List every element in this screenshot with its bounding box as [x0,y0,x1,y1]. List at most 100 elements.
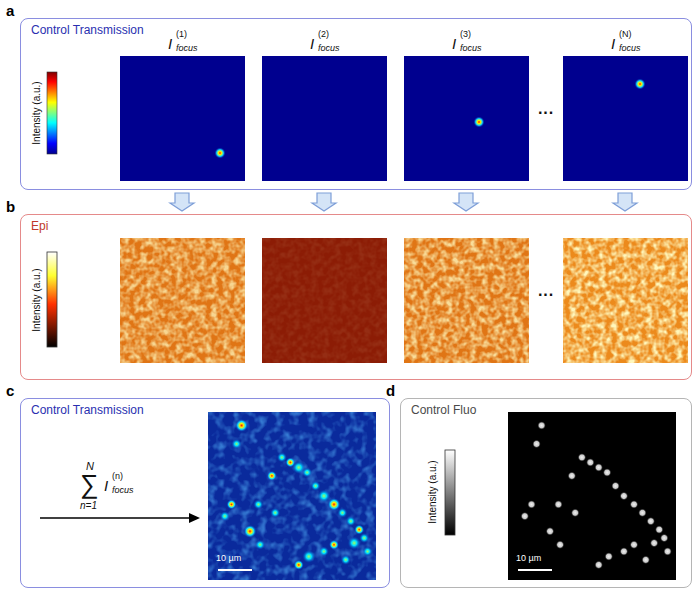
bead-spot [603,468,611,476]
bead-spot [348,537,361,550]
bead-spot [655,525,663,533]
fluorescence-image [508,412,676,580]
figure-label: ··· [538,286,554,304]
hollow-arrow [170,193,194,211]
focus-images [120,56,688,181]
bead-spot [359,533,369,543]
figure-label: I [611,36,615,53]
focus-image [563,56,688,181]
figure-label: 10 µm [216,554,241,564]
focus-image [404,56,529,181]
bead-spot [253,499,263,509]
figure-label: (n) [112,472,123,482]
image-texture [208,412,376,580]
bead-spot [642,556,650,564]
colorbar-label: Intensity (a.u.) [31,81,42,144]
colorbar [445,450,455,535]
bead-spot [647,517,655,525]
figure-label: ··· [538,104,554,122]
bead-spot [620,492,628,500]
hollow-arrow [312,193,336,211]
bead-spot [319,546,329,556]
bead-spot [620,547,628,555]
bead-spot [220,511,230,521]
figure-label: ∑ [80,470,99,499]
bead-spot [294,560,304,570]
bead-spot [232,439,242,449]
focus-image [262,56,387,181]
figure-label: (N) [619,30,632,40]
bead-spot [595,561,603,569]
focus-spot [215,148,226,159]
figure-label: I [310,36,314,53]
focus-image [120,56,245,181]
colorbar-label: Intensity (a.u.) [31,268,42,331]
panel-title: Epi [31,220,48,233]
figure-label: focus [176,44,198,54]
panel-title: Control Transmission [31,24,144,37]
scale-bar [518,569,552,571]
speckle-image [120,238,245,363]
panel-letter: b [6,199,15,216]
hollow-arrow [613,193,637,211]
bead-spot [586,458,594,466]
bead-spot [302,467,312,477]
panel-box: dControl Fluo [400,398,692,588]
colorbar [47,72,57,154]
speckle-texture [120,238,245,363]
bead-spot [235,419,248,432]
panel-box: aControl Transmission [20,18,692,190]
bead-spot [337,508,347,518]
bead-spot [630,541,638,549]
bead-spot [363,546,373,556]
bead-spot [255,540,265,550]
scale-bar [218,569,252,571]
figure-label: (2) [318,30,329,40]
speckle-image [563,238,688,363]
bead-spot [317,490,330,503]
bead-spot [532,440,540,448]
bead-spot [611,482,619,490]
bead-spot [267,471,277,481]
bead-spot [630,500,638,508]
figure-label: (1) [176,30,187,40]
panel-letter: a [6,3,14,20]
focus-spot [474,117,485,128]
speckle-image [262,238,387,363]
bead-spot [244,525,257,538]
figure-label: 10 µm [516,554,541,564]
bead-spot [537,421,545,429]
bead-spot [556,541,564,549]
bead-spot [660,534,668,542]
bead-spot [578,453,586,461]
transmission-image [208,412,376,580]
panel-box: cControl Transmission [20,398,390,588]
figure-label: focus [460,44,482,54]
colorbar [47,252,57,347]
panel-title: Control Transmission [31,404,144,417]
bead-spot [568,472,576,480]
bead-spot [605,552,613,560]
bead-spot [638,509,646,517]
bead-spot [527,500,535,508]
bead-spot [354,525,364,535]
figure-label: I [168,36,172,53]
panel-box: bEpi [20,214,692,380]
figure-label: n=1 [80,500,97,511]
figure-label: (3) [460,30,471,40]
panel-letter: d [386,383,395,400]
focus-spot [635,79,646,90]
bead-spot [521,512,529,520]
bead-spot [663,547,671,555]
panel-title: Control Fluo [411,404,476,417]
bead-spot [302,550,315,563]
bead-spot [554,500,562,508]
bead-spot [650,539,658,547]
bead-spot [311,481,321,491]
figure-label: focus [318,44,340,54]
bead-spot [227,499,237,509]
bead-spot [277,452,287,462]
bead-spot [328,498,341,511]
